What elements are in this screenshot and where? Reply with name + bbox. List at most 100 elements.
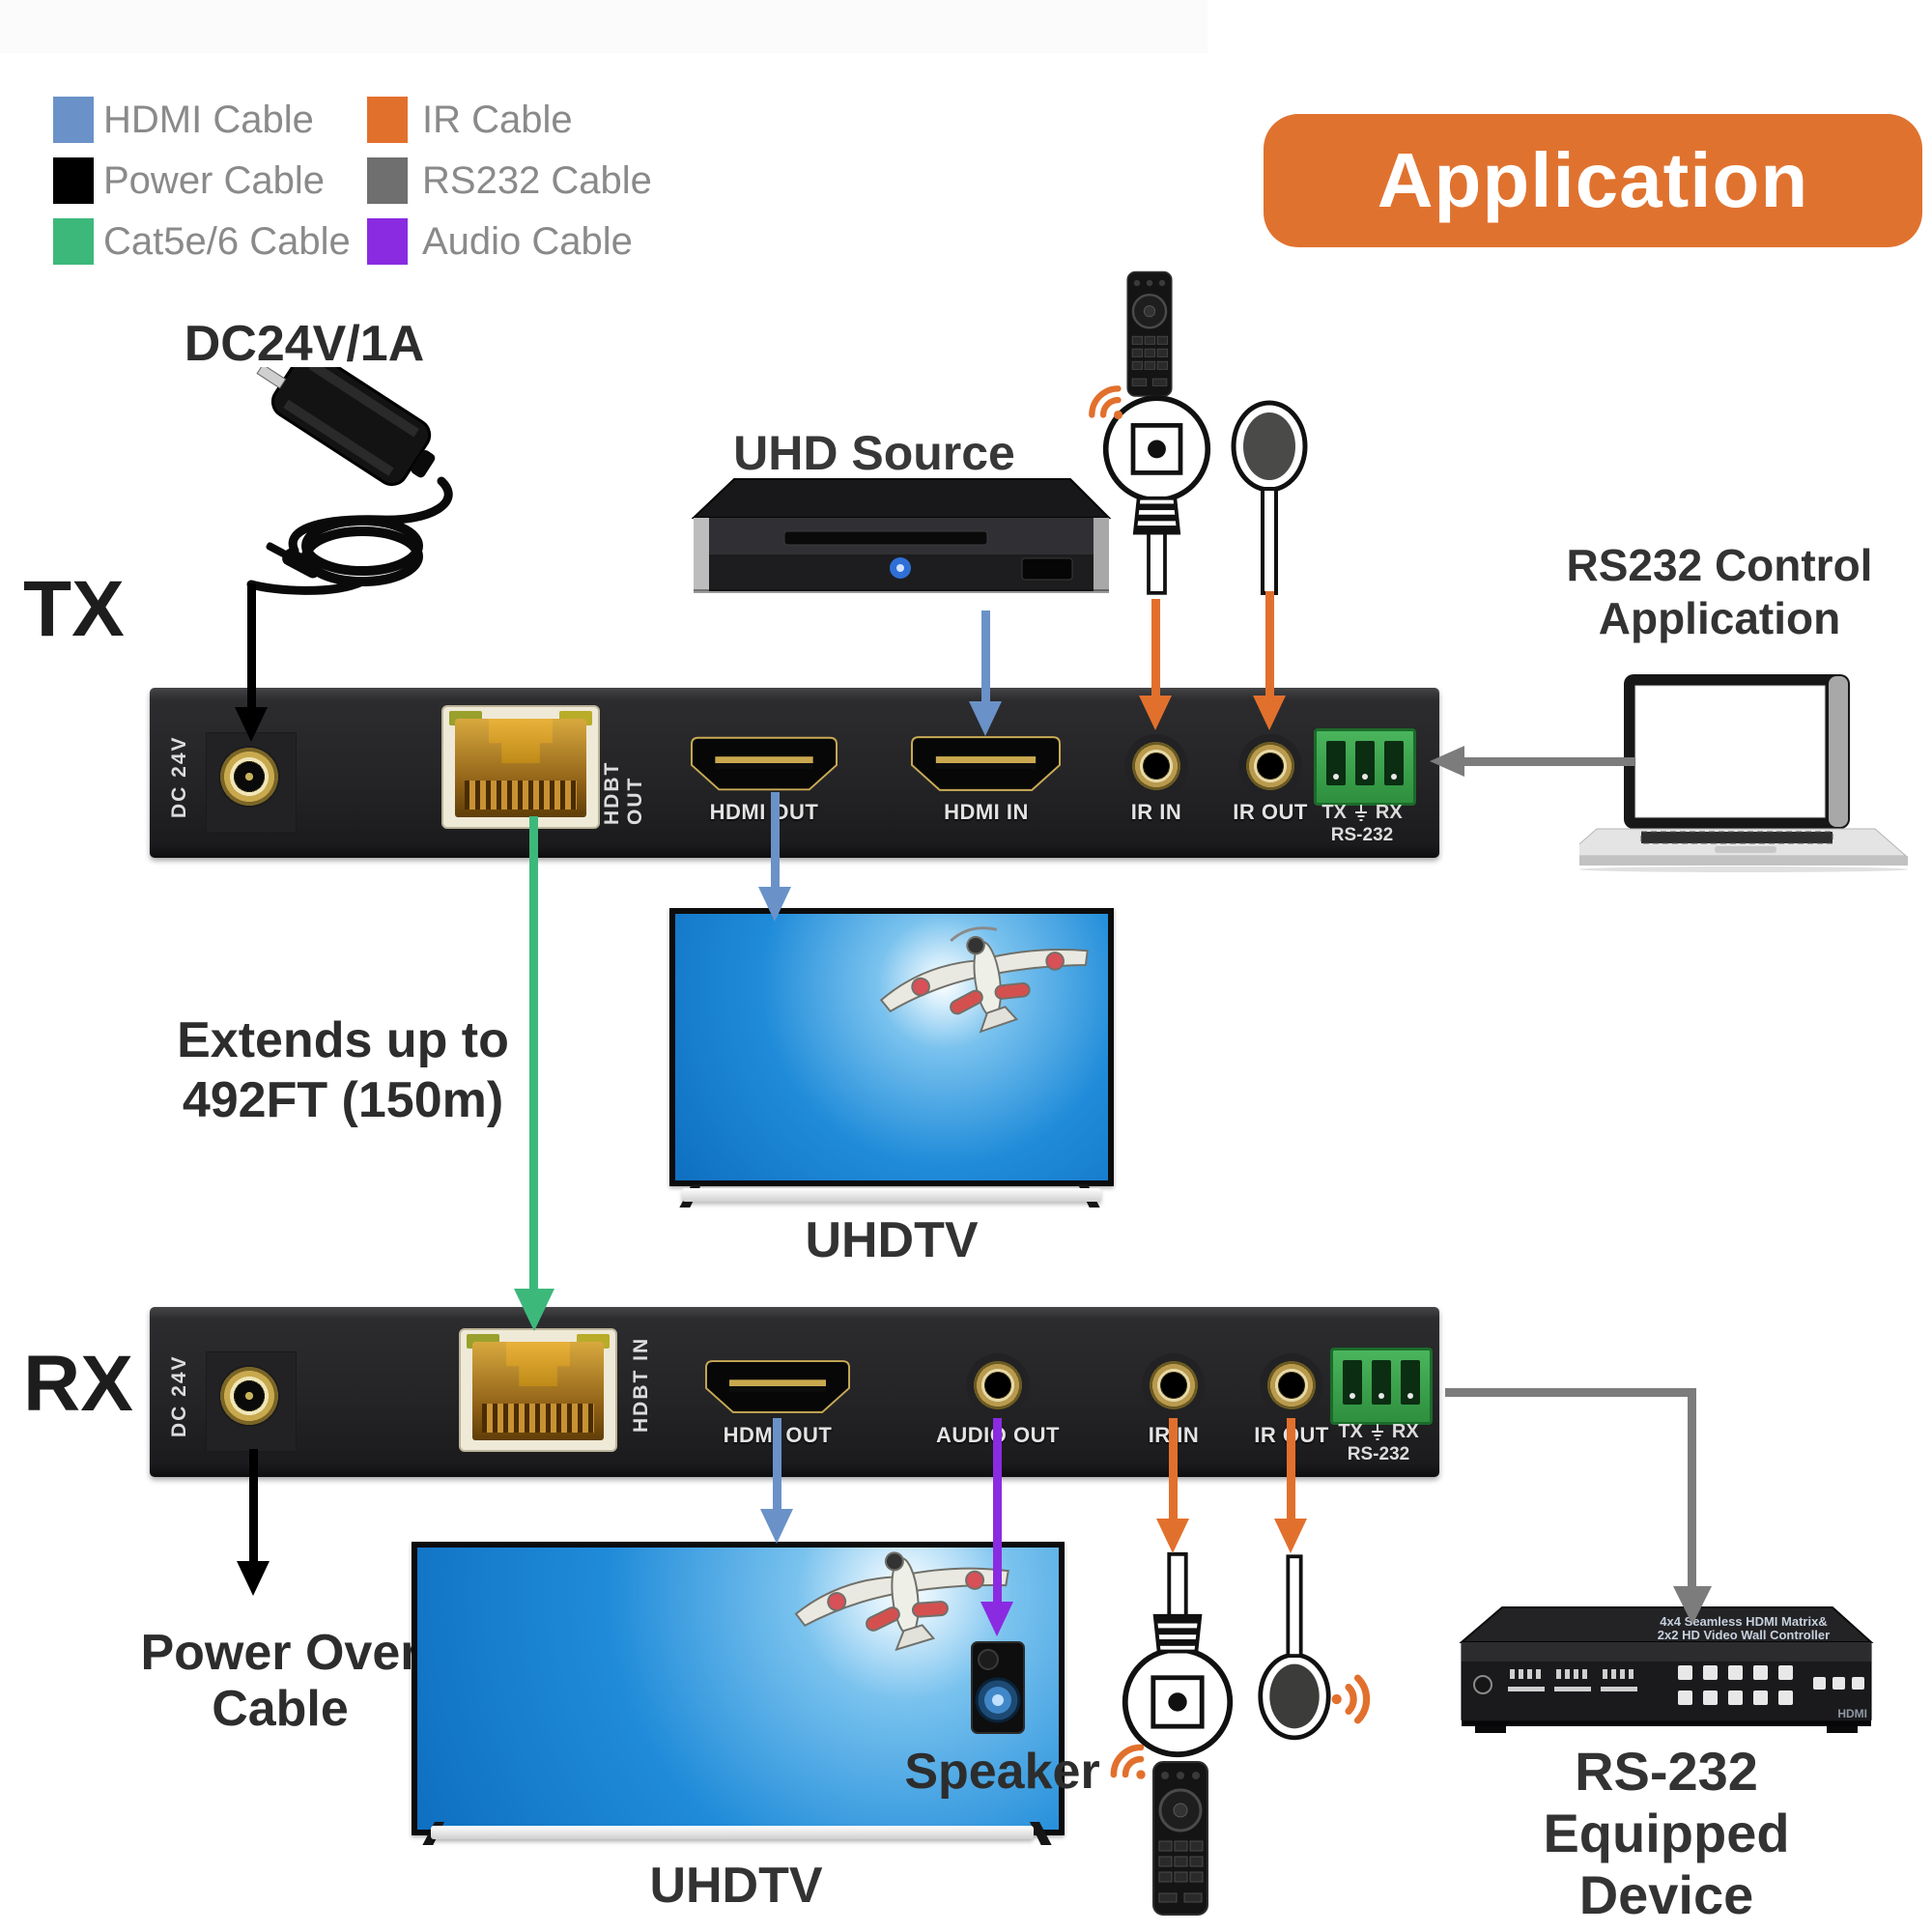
rs232-equipped-device-icon: 4x4 Seamless HDMI Matrix& 2x2 HD Video W… xyxy=(1459,1606,1874,1733)
tx-ir-in-jack xyxy=(1124,734,1188,798)
legend-swatch-audio xyxy=(367,218,408,265)
rx-ir-out-jack xyxy=(1260,1353,1323,1417)
tx-ir-out-label: IR OUT xyxy=(1233,800,1308,824)
tx-dc-jack xyxy=(218,746,280,808)
remote-control-icon xyxy=(1152,1761,1208,1916)
legend-label: HDMI Cable xyxy=(103,99,314,141)
legend-label: Power Cable xyxy=(103,159,326,202)
tx-terminal-sublabel: RS-232 xyxy=(1282,825,1442,846)
rj45-contacts xyxy=(482,1404,594,1433)
terminal-slot xyxy=(1372,1360,1391,1405)
rs232-cable-arrowhead xyxy=(1673,1586,1712,1625)
rs232-device-label: RS-232 Equipped Device xyxy=(1444,1741,1889,1926)
terminal-tx-text: TX xyxy=(1321,802,1347,823)
rx-dc-label: DC 24V xyxy=(168,1354,190,1437)
ir-cable-arrowhead xyxy=(1139,696,1172,730)
ir-receiver-icon xyxy=(1102,395,1211,595)
rj45-tab xyxy=(506,1342,570,1386)
tx-hdbt-port xyxy=(441,705,600,829)
seaplane-icon xyxy=(794,1551,1010,1652)
rx-ir-in-jack xyxy=(1142,1353,1206,1417)
rs232-control-label: RS232 Control Application xyxy=(1526,539,1913,645)
rj45-tab xyxy=(489,719,553,763)
ir-signal-icon xyxy=(1110,1744,1146,1779)
tx-rs232-terminal xyxy=(1314,728,1416,806)
power-cable-arrowhead xyxy=(235,707,268,742)
rx-hdbt-port xyxy=(459,1328,617,1452)
power-over-line1: Power Over xyxy=(140,1625,420,1681)
seaplane-icon xyxy=(879,925,1089,1033)
rs232-cable-down xyxy=(1688,1388,1696,1589)
extends-line1: Extends up to xyxy=(177,1012,509,1068)
tx-ir-out-jack xyxy=(1238,734,1302,798)
ir-cable-arrowhead xyxy=(1274,1519,1307,1553)
ir-cable-rxirin-to-receiver xyxy=(1169,1418,1178,1520)
rx-label: RX xyxy=(23,1340,133,1428)
rj45-cavity xyxy=(472,1342,604,1440)
rx-audio-out-jack xyxy=(966,1353,1030,1417)
terminal-rs232-text: RS-232 xyxy=(1330,825,1394,845)
ir-cable-rxirout-to-emitter xyxy=(1287,1418,1295,1520)
uhdtv-top-label: UHDTV xyxy=(805,1212,979,1268)
speaker-label: Speaker xyxy=(904,1744,1100,1800)
tx-hdmi-out-label: HDMI OUT xyxy=(709,800,819,824)
application-banner-label: Application xyxy=(1377,137,1809,223)
tx-device-panel: DC 24V HDBT OUT HDMI OUT HDMI IN IR IN I… xyxy=(150,688,1439,858)
rx-rs232-terminal xyxy=(1330,1348,1433,1425)
rs232-cable-laptop-to-tx xyxy=(1463,757,1634,766)
uhd-source-label: UHD Source xyxy=(733,426,1015,480)
laptop-icon xyxy=(1579,674,1908,872)
rx-terminal-sublabel: RS-232 xyxy=(1298,1444,1459,1465)
ground-icon xyxy=(1371,1423,1383,1440)
legend-swatch-cat5e xyxy=(53,218,94,265)
tv-screen xyxy=(675,914,1108,1180)
top-strip xyxy=(0,0,1208,53)
legend-label: IR Cable xyxy=(422,99,573,141)
tv-screen xyxy=(417,1548,1059,1830)
tx-label: TX xyxy=(23,565,125,653)
legend-swatch-rs232 xyxy=(367,157,408,204)
legend-swatch-ir xyxy=(367,97,408,143)
ir-emitter-icon xyxy=(1231,400,1308,595)
ir-cable-arrowhead xyxy=(1253,696,1286,730)
speaker-icon xyxy=(971,1641,1025,1734)
device-hdmi-logo: HDMI xyxy=(1837,1707,1867,1720)
terminal-rs232-text: RS-232 xyxy=(1347,1444,1410,1464)
power-over-cable-arrowhead xyxy=(237,1561,270,1596)
legend-label: Audio Cable xyxy=(422,220,633,263)
rs232-control-line2: Application xyxy=(1598,593,1841,643)
legend-label: RS232 Cable xyxy=(422,159,652,202)
ir-emitter-icon xyxy=(1258,1554,1331,1741)
audio-cable-arrowhead xyxy=(980,1602,1013,1636)
tx-terminal-label: TX RX xyxy=(1282,802,1442,824)
rx-terminal-label: TX RX xyxy=(1298,1421,1459,1443)
ir-cable-emitter-to-txirout xyxy=(1265,591,1274,697)
rs232-cable-arrowhead xyxy=(1430,746,1464,777)
hdmi-cable-arrowhead xyxy=(758,887,791,922)
terminal-tx-text: TX xyxy=(1338,1421,1363,1442)
cat5e-cable-arrowhead xyxy=(514,1289,554,1331)
terminal-slot xyxy=(1326,741,1346,785)
device-top-text2: 2x2 HD Video Wall Controller xyxy=(1658,1628,1830,1642)
cat5e-cable-tx-to-rx xyxy=(529,816,538,1291)
uhdtv-top xyxy=(669,908,1114,1186)
tx-hdbt-label: HDBT OUT xyxy=(601,760,646,825)
rs232-cable-rx-to-device xyxy=(1445,1388,1696,1397)
terminal-rx-text: RX xyxy=(1391,1421,1419,1442)
rx-hdmi-out-port xyxy=(705,1360,850,1413)
extends-line2: 492FT (150m) xyxy=(182,1072,504,1128)
tx-hdmi-out-port xyxy=(691,736,838,791)
ir-signal-icon xyxy=(1331,1674,1371,1724)
hdmi-cable-tx-to-tv xyxy=(771,792,780,889)
tx-hdmi-in-port xyxy=(911,736,1061,791)
rs232-control-line1: RS232 Control xyxy=(1566,540,1873,590)
audio-cable-rx-to-speaker xyxy=(993,1418,1002,1604)
power-cable xyxy=(247,583,256,709)
rj45-cavity xyxy=(455,719,586,817)
ir-signal-icon xyxy=(1089,385,1123,420)
power-over-line2: Cable xyxy=(212,1681,349,1737)
dc-power-label: DC24V/1A xyxy=(184,316,425,372)
power-adapter-icon xyxy=(246,367,453,595)
bluray-player-icon xyxy=(692,478,1111,593)
